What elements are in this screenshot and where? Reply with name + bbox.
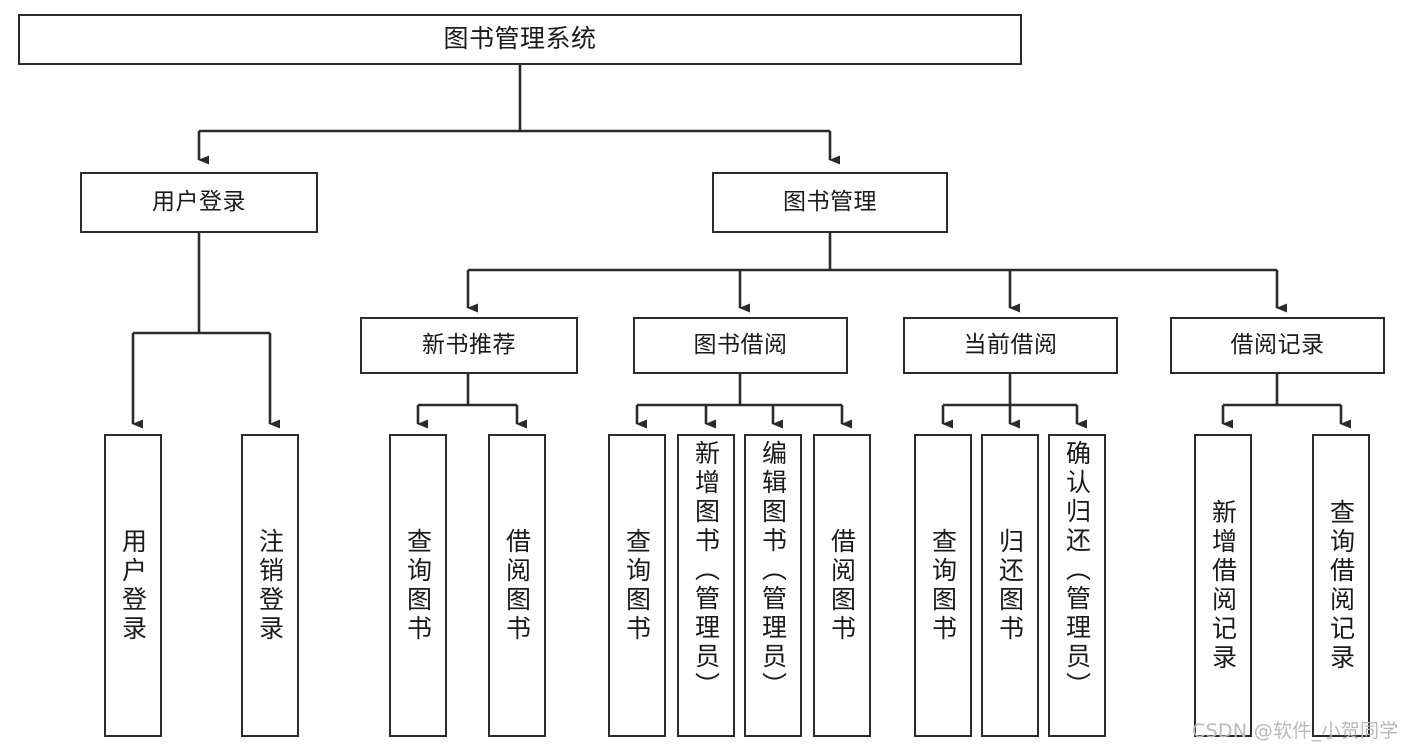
node-leaf-cb-return-book-label: 归还图书 — [995, 527, 1025, 644]
node-leaf-user-login[interactable]: 用户登录 — [104, 434, 162, 737]
node-leaf-bb-borrow-book-label: 借阅图书 — [827, 527, 857, 644]
csdn-watermark: CSDN @软件_小贺同学 — [1192, 720, 1399, 742]
node-leaf-nb-borrow-book-label: 借阅图书 — [502, 527, 532, 644]
node-book-borrow-label: 图书借阅 — [693, 332, 788, 359]
node-leaf-bb-edit-book-admin-label: 编辑图书（管理员） — [758, 440, 788, 701]
node-leaf-cb-confirm-return-admin[interactable]: 确认归还（管理员） — [1048, 434, 1106, 737]
node-book-manage[interactable]: 图书管理 — [712, 172, 948, 233]
node-user-login-label: 用户登录 — [152, 189, 246, 216]
node-current-borrow-label: 当前借阅 — [963, 332, 1058, 359]
node-leaf-bb-query-book-label: 查询图书 — [622, 527, 652, 644]
node-leaf-bb-borrow-book[interactable]: 借阅图书 — [813, 434, 871, 737]
node-root-system-label: 图书管理系统 — [443, 24, 597, 54]
node-leaf-bb-query-book[interactable]: 查询图书 — [608, 434, 666, 737]
node-new-book-recommend-label: 新书推荐 — [422, 332, 516, 359]
node-leaf-cb-return-book[interactable]: 归还图书 — [981, 434, 1039, 737]
node-leaf-br-add-record-label: 新增借阅记录 — [1208, 498, 1238, 673]
node-leaf-user-login-label: 用户登录 — [118, 527, 148, 644]
node-leaf-cb-query-book[interactable]: 查询图书 — [914, 434, 972, 737]
node-new-book-recommend[interactable]: 新书推荐 — [360, 317, 578, 374]
node-current-borrow[interactable]: 当前借阅 — [903, 317, 1118, 374]
node-leaf-br-query-record-label: 查询借阅记录 — [1326, 498, 1356, 673]
node-leaf-nb-query-book[interactable]: 查询图书 — [389, 434, 447, 737]
node-book-borrow[interactable]: 图书借阅 — [633, 317, 848, 374]
node-leaf-cb-query-book-label: 查询图书 — [928, 527, 958, 644]
node-leaf-logout-label: 注销登录 — [255, 527, 285, 644]
node-leaf-bb-edit-book-admin[interactable]: 编辑图书（管理员） — [744, 434, 802, 737]
node-leaf-bb-add-book-admin[interactable]: 新增图书（管理员） — [677, 434, 735, 737]
node-book-manage-label: 图书管理 — [783, 189, 877, 216]
node-leaf-br-add-record[interactable]: 新增借阅记录 — [1194, 434, 1252, 737]
node-root-system[interactable]: 图书管理系统 — [18, 14, 1022, 65]
node-leaf-logout[interactable]: 注销登录 — [241, 434, 299, 737]
node-leaf-nb-borrow-book[interactable]: 借阅图书 — [488, 434, 546, 737]
node-leaf-bb-add-book-admin-label: 新增图书（管理员） — [691, 440, 721, 701]
node-leaf-nb-query-book-label: 查询图书 — [403, 527, 433, 644]
node-user-login[interactable]: 用户登录 — [80, 172, 318, 233]
node-leaf-br-query-record[interactable]: 查询借阅记录 — [1312, 434, 1370, 737]
node-borrow-record[interactable]: 借阅记录 — [1170, 317, 1385, 374]
node-borrow-record-label: 借阅记录 — [1230, 332, 1325, 359]
node-leaf-cb-confirm-return-admin-label: 确认归还（管理员） — [1062, 440, 1092, 701]
